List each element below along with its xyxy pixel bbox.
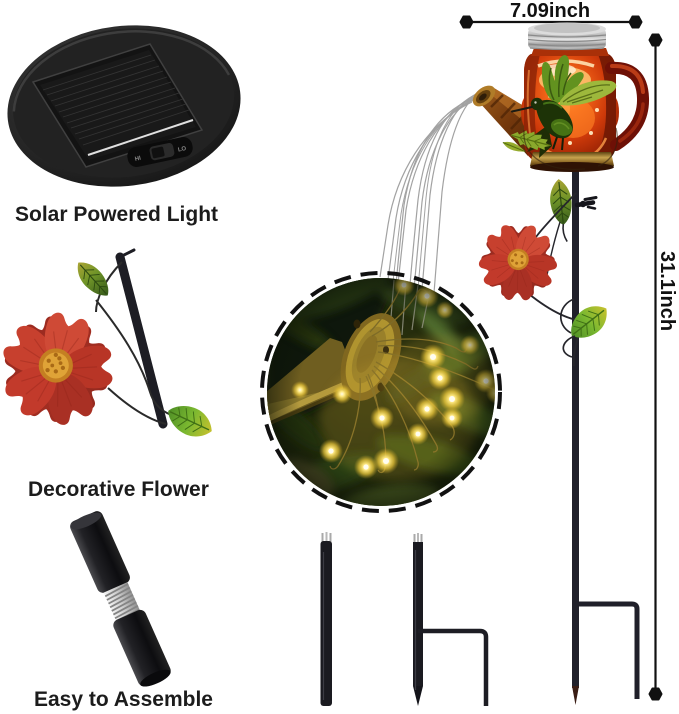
svg-text:7.09inch: 7.09inch (510, 0, 590, 22)
svg-text:Easy to Assemble: Easy to Assemble (34, 688, 213, 711)
svg-text:LO: LO (178, 146, 188, 154)
svg-text:31.1inch: 31.1inch (656, 251, 678, 331)
svg-text:Solar Powered Light: Solar Powered Light (15, 203, 218, 226)
svg-text:Decorative Flower: Decorative Flower (28, 478, 209, 501)
svg-text:HI: HI (134, 156, 141, 163)
